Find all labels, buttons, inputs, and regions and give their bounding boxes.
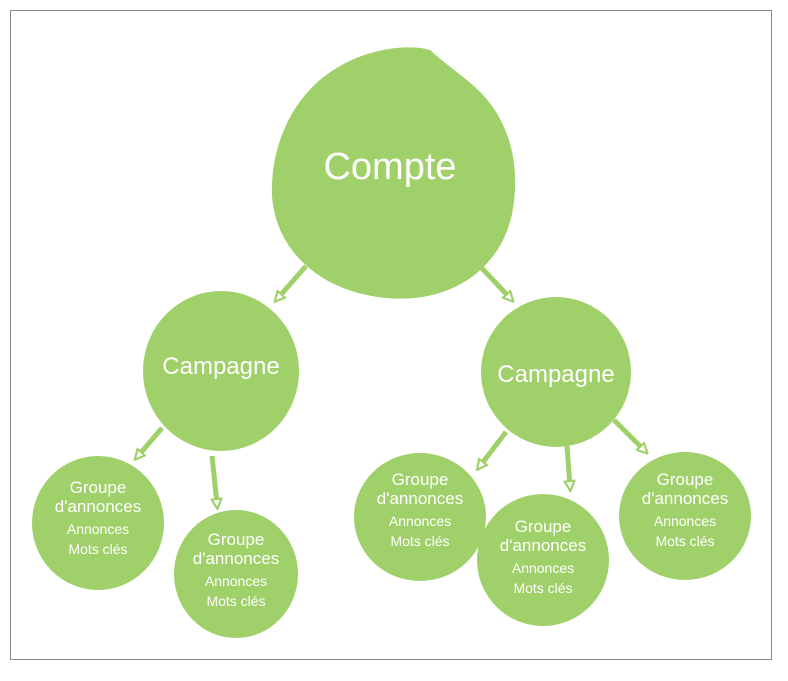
group-left-1-item-keywords: Mots clés: [68, 540, 128, 557]
root-node-label: Compte: [323, 146, 457, 188]
arrow-campaign-right-to-group-1: [480, 430, 508, 466]
group-right-2-title: Groupe d'annonces: [499, 517, 587, 556]
group-left-2-items: Annonces Mots clés: [176, 572, 296, 611]
group-right-3: Groupe d'annonces Annonces Mots clés: [625, 470, 745, 551]
group-right-3-item-ads: Annonces: [653, 513, 717, 530]
group-right-2-node-shape: [477, 494, 609, 626]
group-right-1: Groupe d'annonces Annonces Mots clés: [360, 470, 480, 551]
group-right-2-item-keywords: Mots clés: [513, 579, 573, 596]
group-right-1-node-shape: [354, 453, 486, 581]
arrow-root-to-campaign-right: [476, 262, 510, 298]
campaign-right-node-shape: [481, 297, 631, 447]
arrow-campaign-right-to-group-3: [612, 418, 644, 450]
arrow-campaign-right-to-group-2: [567, 445, 570, 486]
group-left-1-title: Groupe d'annonces: [54, 478, 142, 517]
group-right-2-items: Annonces Mots clés: [483, 559, 603, 598]
group-right-1-title: Groupe d'annonces: [376, 470, 464, 509]
campaign-right-label: Campagne: [497, 361, 615, 388]
arrow-campaign-left-to-group-2: [209, 455, 217, 504]
campaign-left-node-shape: [143, 291, 299, 451]
group-left-2: Groupe d'annonces Annonces Mots clés: [176, 530, 296, 611]
group-left-1-items: Annonces Mots clés: [38, 520, 158, 559]
root-node-shape: [271, 47, 516, 299]
group-right-1-item-keywords: Mots clés: [390, 532, 450, 549]
group-left-2-item-keywords: Mots clés: [206, 592, 266, 609]
arrow-campaign-left-to-group-1: [138, 426, 164, 456]
group-right-2-item-ads: Annonces: [511, 560, 575, 577]
campaign-left-label: Campagne: [162, 353, 280, 380]
group-right-3-item-keywords: Mots clés: [655, 532, 715, 549]
group-right-2: Groupe d'annonces Annonces Mots clés: [483, 517, 603, 598]
arrow-root-to-campaign-left: [278, 264, 308, 298]
group-left-1: Groupe d'annonces Annonces Mots clés: [38, 478, 158, 559]
group-left-1-item-ads: Annonces: [66, 521, 130, 538]
group-left-2-node-shape: [174, 510, 298, 638]
group-left-2-title: Groupe d'annonces: [192, 530, 280, 569]
group-right-3-items: Annonces Mots clés: [625, 512, 745, 551]
group-right-1-items: Annonces Mots clés: [360, 512, 480, 551]
group-left-1-node-shape: [32, 456, 164, 590]
group-left-2-item-ads: Annonces: [204, 573, 268, 590]
group-right-1-item-ads: Annonces: [388, 513, 452, 530]
group-right-3-title: Groupe d'annonces: [641, 470, 729, 509]
group-right-3-node-shape: [619, 452, 751, 580]
